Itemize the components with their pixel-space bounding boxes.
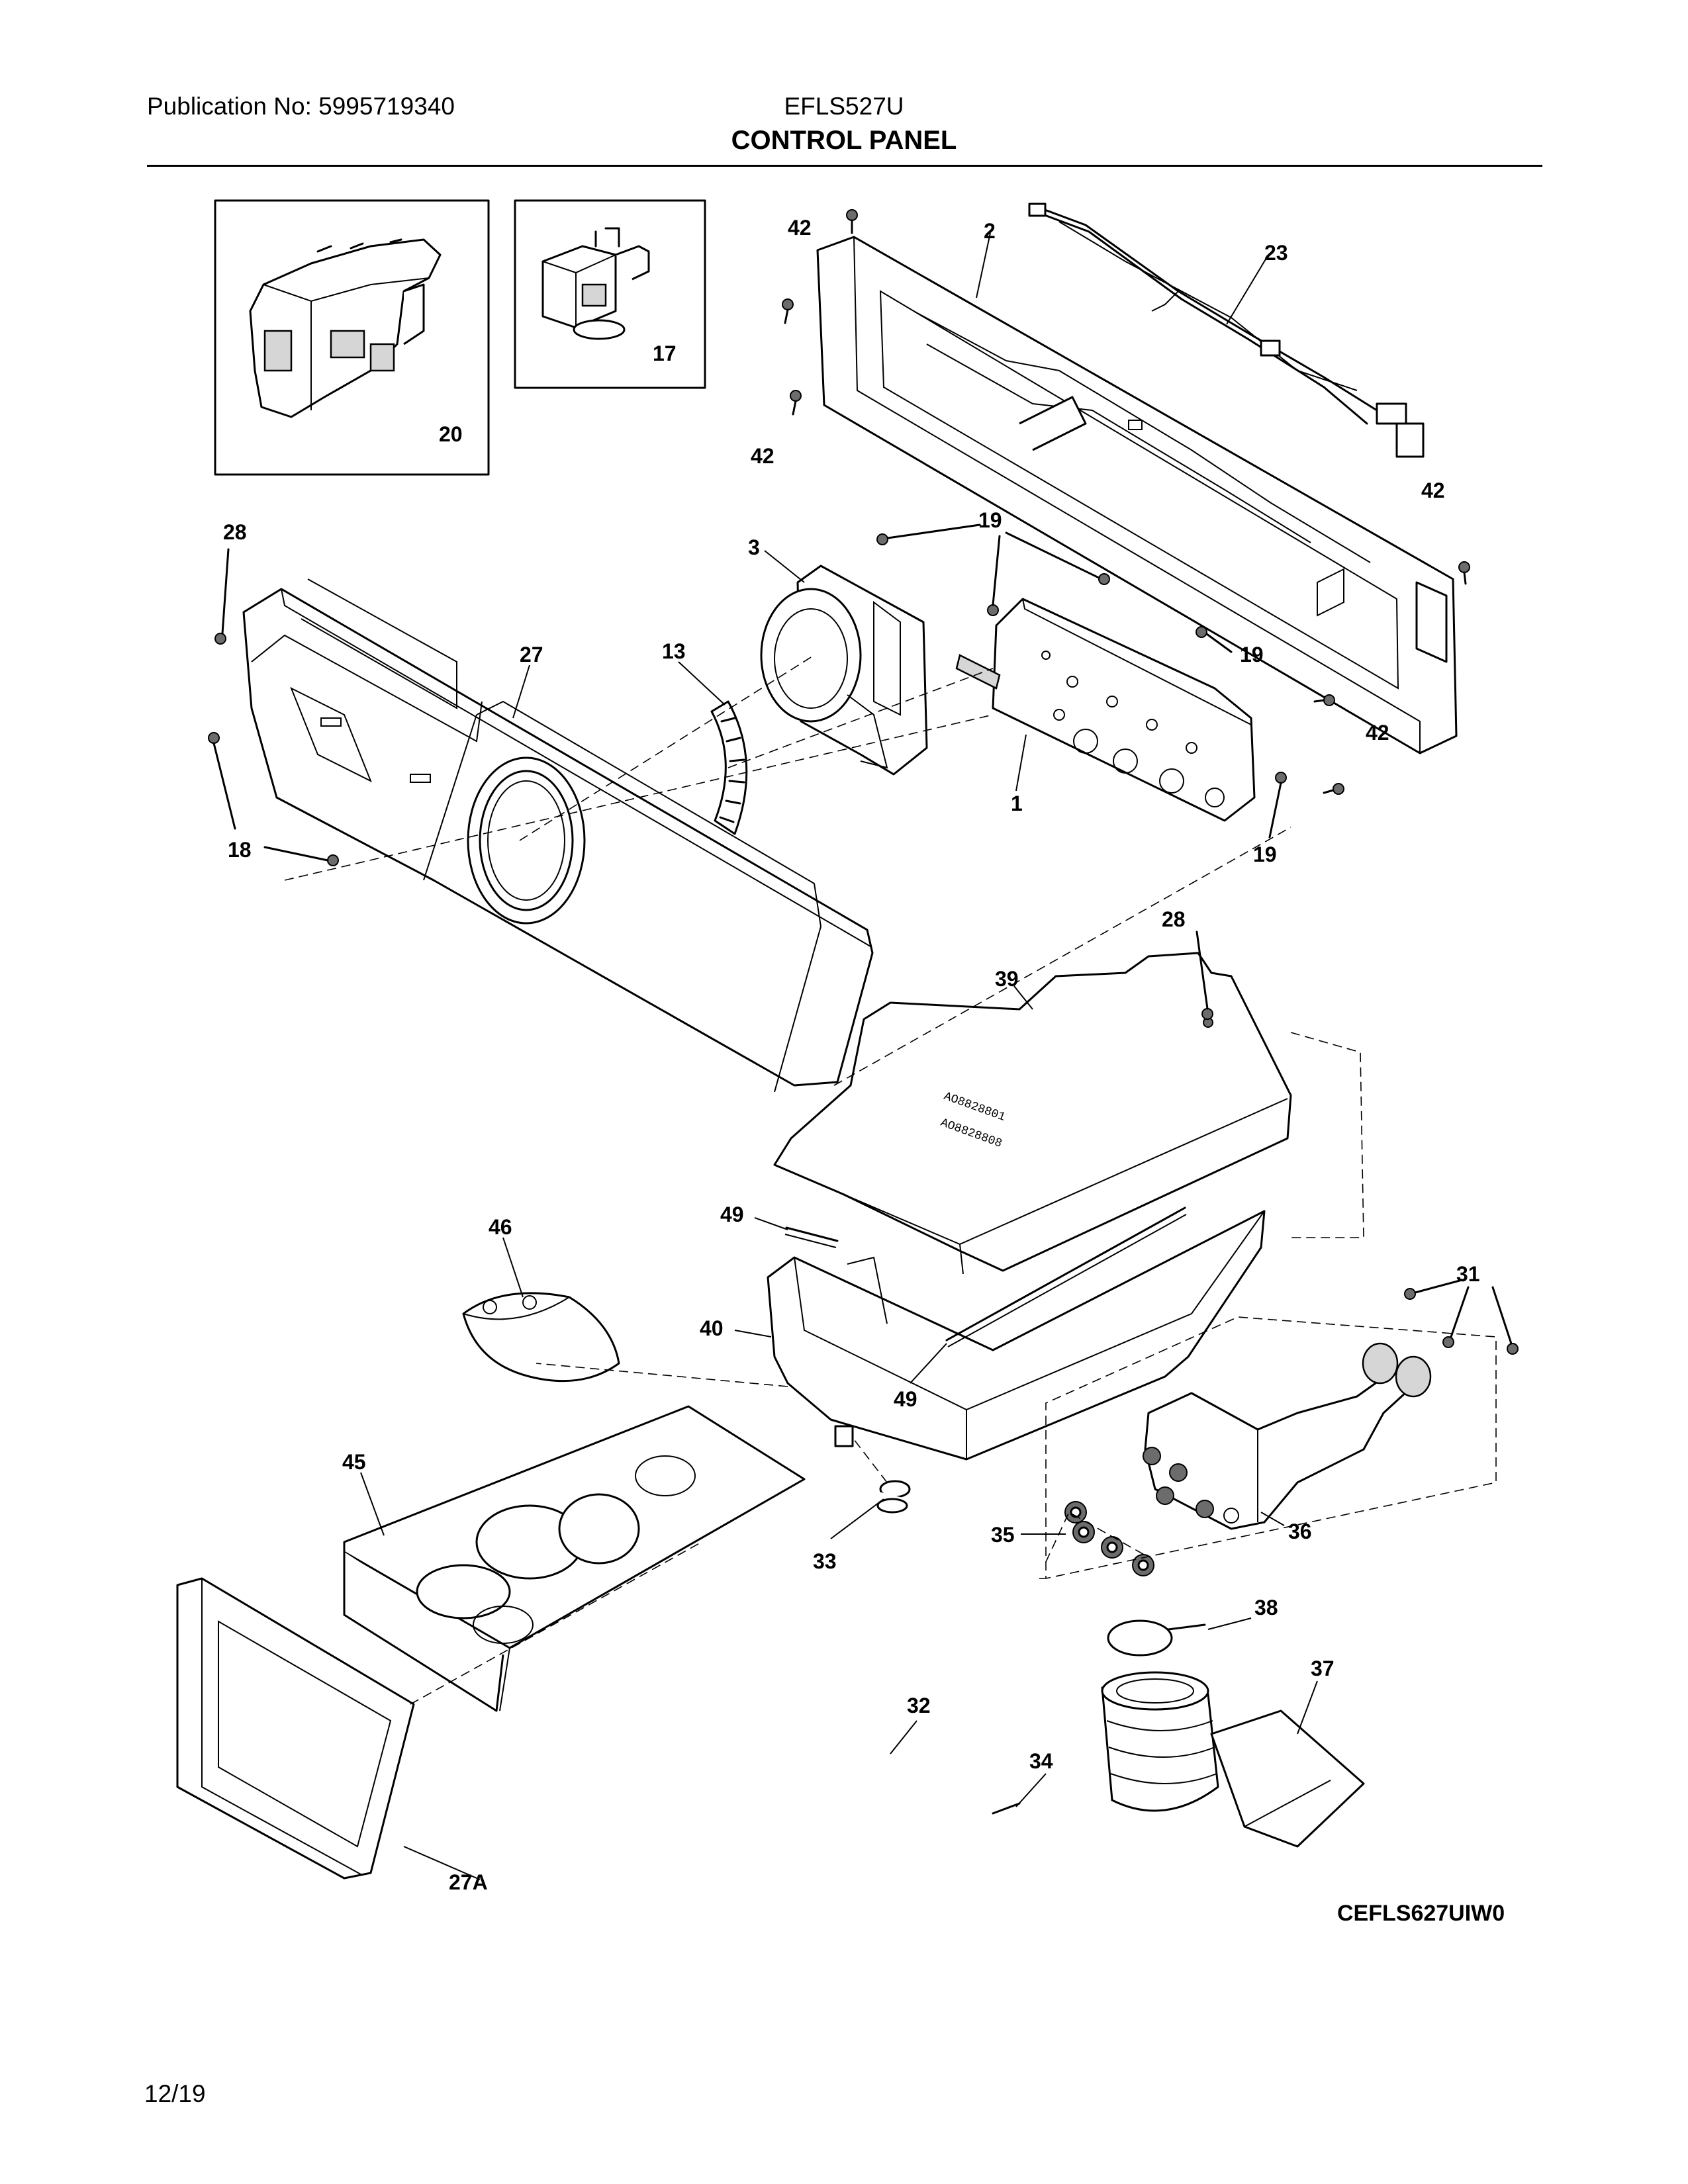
- callout-49: 49: [720, 1203, 744, 1226]
- callout-19: 19: [1240, 643, 1264, 666]
- leader-lines: [360, 232, 1318, 1880]
- callout-34: 34: [1029, 1749, 1053, 1773]
- callout-37: 37: [1311, 1657, 1335, 1680]
- part-34-hose-clip: [992, 1802, 1021, 1815]
- part-49-seal-strip-a: [784, 1226, 839, 1248]
- part-27a-drawer-handle: [176, 1577, 415, 1880]
- part-2-console-frame: [816, 236, 1458, 754]
- callout-35: 35: [991, 1523, 1015, 1547]
- screw-42-d: [1458, 561, 1470, 585]
- part-49-seal-strip-b: [945, 1206, 1187, 1347]
- part-37-dispenser-bellows: [1101, 1671, 1365, 1848]
- callout-45: 45: [342, 1450, 366, 1474]
- page-title: CONTROL PANEL: [731, 126, 957, 155]
- callout-2: 2: [984, 219, 996, 243]
- callout-33: 33: [813, 1549, 837, 1573]
- screw-42-c: [790, 390, 802, 416]
- part-38-bellows-clamp: [1107, 1619, 1206, 1657]
- callout-49: 49: [894, 1387, 917, 1411]
- inset-box-20: [214, 199, 490, 476]
- screw-31-c: [1491, 1286, 1519, 1355]
- part-17-pressure-switch: [541, 227, 650, 340]
- callout-31: 31: [1456, 1262, 1480, 1286]
- model-number: EFLS527U: [784, 93, 904, 120]
- callout-36: 36: [1288, 1520, 1312, 1543]
- callout-28: 28: [1162, 907, 1186, 931]
- screw-19-e: [1268, 772, 1287, 839]
- part-36-water-valve: [1143, 1342, 1432, 1530]
- screw-42-e: [1313, 694, 1335, 706]
- callout-1: 1: [1011, 792, 1023, 815]
- callout-42: 42: [1421, 478, 1445, 502]
- screw-28-a: [214, 548, 230, 645]
- callout-19: 19: [978, 508, 1002, 532]
- part-39-dispenser-cover: AO8828801 AO8828808: [773, 952, 1292, 1275]
- callout-17: 17: [653, 341, 677, 365]
- callout-18: 18: [228, 838, 252, 862]
- callout-27a: 27A: [449, 1870, 488, 1894]
- part-1-ui-board: [955, 598, 1256, 822]
- part-20-controller-module: [249, 238, 442, 418]
- screw-42-b: [782, 298, 794, 324]
- callout-23: 23: [1264, 241, 1288, 265]
- callout-40: 40: [700, 1316, 724, 1340]
- part-35-washer-c: [1101, 1536, 1123, 1559]
- part-35-washer-b: [1072, 1521, 1095, 1543]
- screw-19-a: [876, 523, 981, 545]
- part-27-control-panel: [242, 578, 874, 1093]
- part-3-encoder-housing: [760, 565, 928, 776]
- diagram-code: CEFLS627UIW0: [1337, 1901, 1505, 1926]
- part-40-dispenser-housing: [767, 1210, 1266, 1461]
- screw-42-f: [1323, 783, 1344, 795]
- screw-18-a: [208, 732, 236, 830]
- callout-42: 42: [751, 444, 774, 468]
- callout-46: 46: [489, 1215, 512, 1239]
- inset-box-17: [514, 199, 706, 389]
- part-32-drain-hose: [818, 1492, 990, 1883]
- screw-31-b: [1442, 1286, 1470, 1348]
- screw-42-a: [846, 209, 858, 234]
- publication-number: Publication No: 5995719340: [147, 93, 455, 120]
- callout-28: 28: [223, 520, 247, 544]
- assembly-guide-lines: [284, 655, 1497, 1705]
- callout-13: 13: [662, 639, 686, 663]
- callout-3: 3: [748, 535, 760, 559]
- callout-42: 42: [1366, 721, 1389, 745]
- callout-42: 42: [788, 216, 812, 240]
- screw-18-b: [263, 846, 339, 866]
- callout-20: 20: [439, 422, 463, 446]
- callout-27: 27: [520, 643, 543, 666]
- screw-19-d: [1196, 626, 1233, 653]
- callout-39: 39: [995, 967, 1019, 991]
- footer-date: 12/19: [144, 2080, 206, 2107]
- screw-28-b: [1196, 931, 1213, 1020]
- part-46-softener-cap: [462, 1292, 620, 1383]
- callout-38: 38: [1254, 1596, 1278, 1619]
- screw-31-a: [1404, 1279, 1461, 1300]
- screw-19-b: [987, 535, 1001, 616]
- header-rule: [147, 165, 1542, 167]
- screw-19-c: [1005, 531, 1110, 585]
- callout-32: 32: [907, 1694, 931, 1717]
- part-45-dispenser-drawer: [343, 1405, 806, 1712]
- callout-19: 19: [1253, 842, 1277, 866]
- part-35-washer-a: [1064, 1501, 1087, 1524]
